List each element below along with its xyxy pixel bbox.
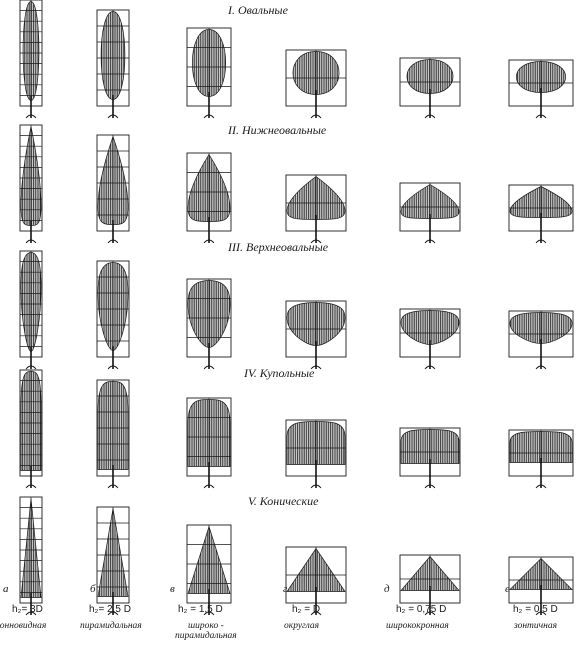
column-name-d: ширококронная — [386, 621, 449, 631]
tree-diagram — [186, 397, 232, 489]
tree-diagram — [19, 369, 43, 489]
root-base — [107, 611, 119, 616]
root-base — [535, 365, 547, 370]
tree-diagram — [96, 379, 130, 489]
root-base — [310, 114, 322, 119]
tree-diagram — [508, 429, 574, 489]
root-base — [25, 365, 37, 370]
column-name-e: зонтичная — [514, 621, 558, 631]
column-letter-a: а — [3, 583, 9, 595]
tree-diagram — [285, 546, 347, 616]
tree-diagram — [96, 506, 130, 616]
root-base — [107, 239, 119, 244]
row-title-lower-oval: II. Нижнеовальные — [228, 123, 327, 137]
tree-diagram — [285, 174, 347, 244]
column-letter-v: в — [170, 583, 175, 595]
column-formula-g: h₂ = D — [292, 604, 321, 615]
column-formula-v: h₂ = 1,5 D — [178, 604, 223, 615]
column-name-g: округлая — [284, 621, 320, 631]
root-base — [424, 365, 436, 370]
tree-diagram — [508, 59, 574, 119]
row-title-oval: I. Овальные — [228, 3, 288, 17]
root-base — [424, 114, 436, 119]
root-base — [310, 484, 322, 489]
root-base — [535, 484, 547, 489]
column-name-a: олонновидная — [0, 621, 47, 631]
root-base — [107, 365, 119, 370]
tree-diagram — [399, 308, 461, 370]
root-base — [424, 484, 436, 489]
tree-diagram — [19, 250, 43, 370]
root-base — [25, 114, 37, 119]
tree-diagram — [96, 9, 130, 119]
tree-diagram — [19, 124, 43, 244]
tree-diagram — [186, 27, 232, 119]
root-base — [310, 611, 322, 616]
column-name-v: широко - пирамидальная — [175, 621, 237, 641]
tree-diagram — [508, 310, 574, 370]
root-base — [424, 611, 436, 616]
tree-diagram — [399, 57, 461, 119]
root-base — [203, 611, 215, 616]
root-base — [25, 239, 37, 244]
root-base — [25, 484, 37, 489]
tree-diagram — [186, 278, 232, 370]
column-letter-e: е — [505, 583, 510, 595]
tree-diagram — [399, 427, 461, 489]
tree-diagram — [399, 554, 461, 616]
root-base — [203, 114, 215, 119]
tree-diagram — [96, 134, 130, 244]
root-base — [535, 239, 547, 244]
tree-diagram — [285, 49, 347, 119]
tree-diagram — [399, 182, 461, 244]
column-letter-d: д — [384, 583, 390, 595]
tree-diagram — [285, 300, 347, 370]
column-letter-b: б — [90, 583, 96, 595]
root-base — [424, 239, 436, 244]
root-base — [310, 239, 322, 244]
root-base — [107, 114, 119, 119]
tree-diagram — [19, 496, 43, 616]
root-base — [203, 239, 215, 244]
column-name-b: пирамидальная — [80, 621, 142, 631]
column-formula-a: h₂= 3D — [12, 604, 43, 615]
column-formula-b: h₂= 2,5 D — [89, 604, 131, 615]
column-formula-d: h₂ = 0,75 D — [396, 604, 447, 615]
tree-diagram — [186, 152, 232, 244]
column-letter-g: г — [283, 583, 288, 595]
root-base — [203, 365, 215, 370]
tree-diagram — [96, 260, 130, 370]
root-base — [107, 484, 119, 489]
root-base — [535, 114, 547, 119]
root-base — [535, 611, 547, 616]
tree-diagram — [508, 184, 574, 244]
tree-diagram — [285, 419, 347, 489]
row-title-dome: IV. Купольные — [244, 366, 315, 380]
tree-diagram — [508, 556, 574, 616]
root-base — [25, 611, 37, 616]
tree-diagram — [19, 0, 43, 119]
root-base — [310, 365, 322, 370]
row-title-upper-oval: III. Верхнеовальные — [228, 240, 329, 254]
tree-diagram — [186, 524, 232, 616]
row-title-conical: V. Конические — [248, 494, 319, 508]
root-base — [203, 484, 215, 489]
column-formula-e: h₂ = 0,5 D — [513, 604, 558, 615]
